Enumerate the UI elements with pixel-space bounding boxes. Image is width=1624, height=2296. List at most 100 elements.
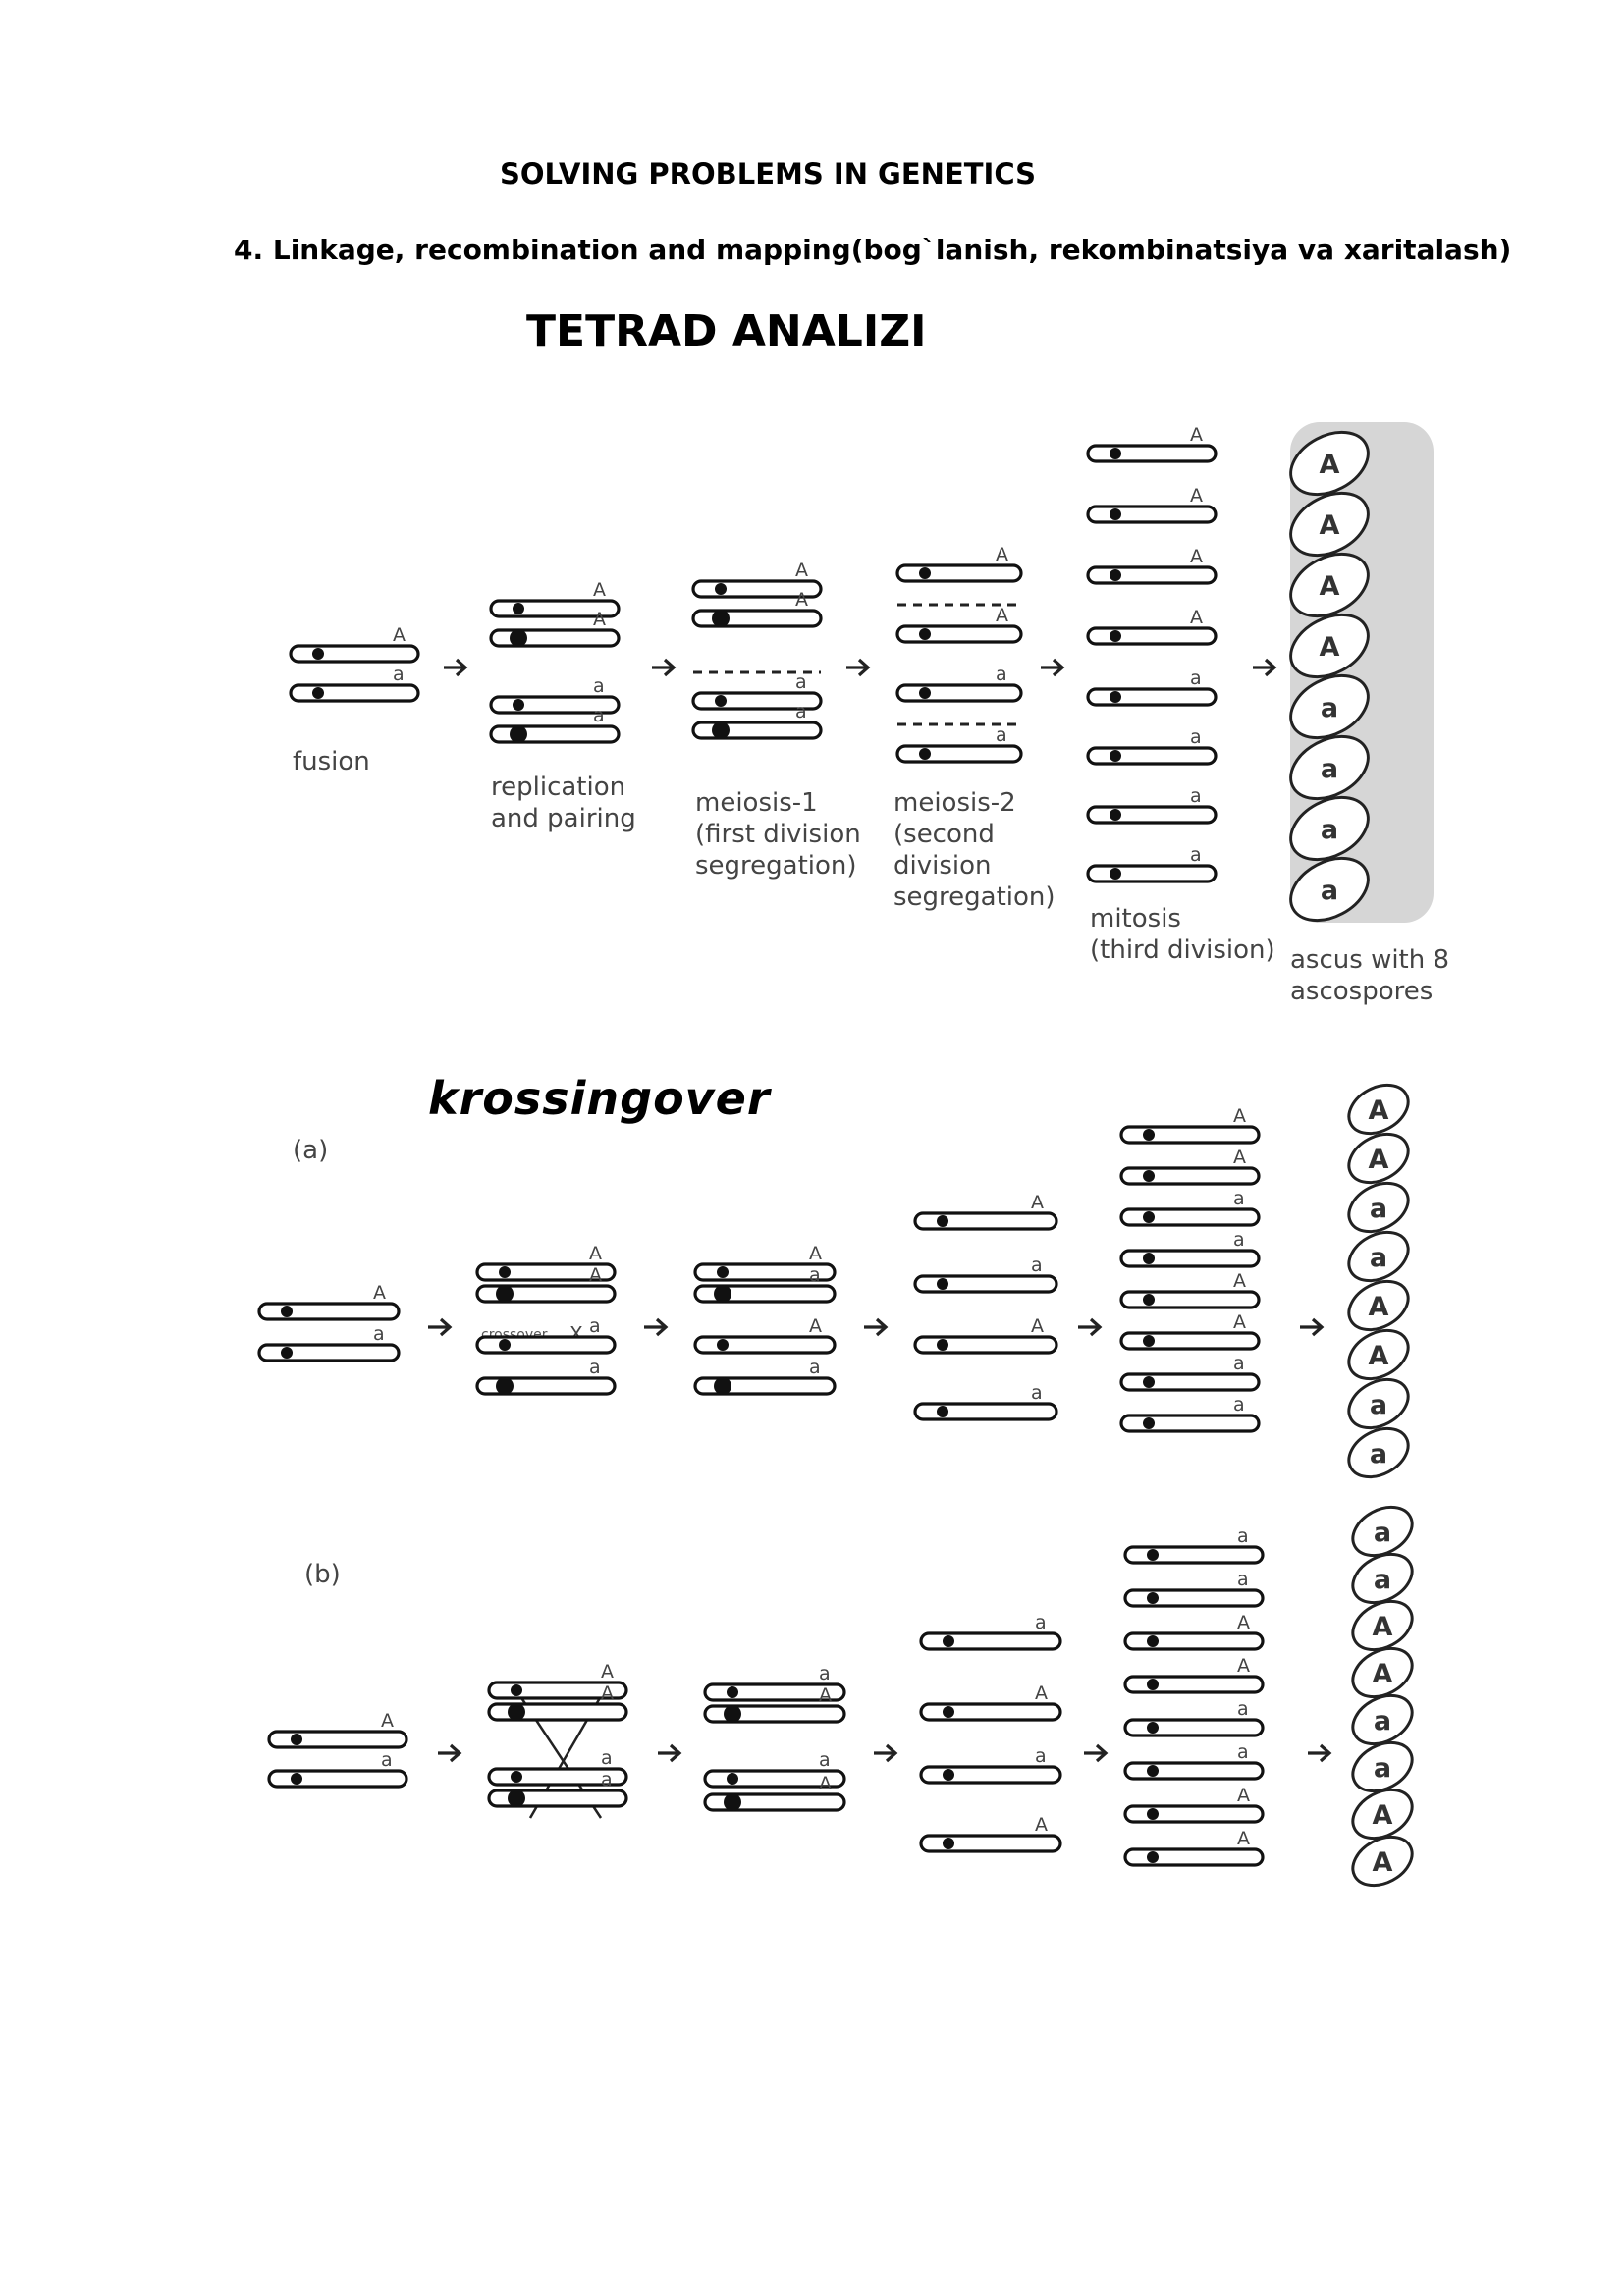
stage-label-replication: replication [491,773,625,802]
ascospore [1347,1328,1410,1381]
centromere [508,1703,525,1721]
allele-label: a [819,1663,831,1684]
chromosome [267,1730,408,1749]
allele-label: a [1190,726,1202,748]
centromere [1110,569,1121,581]
crossing-over-title: krossingover [428,1072,771,1125]
centromere [1110,809,1121,821]
centromere [1143,1253,1155,1264]
ascospore-label: a [1374,1518,1391,1548]
centromere [1147,1635,1159,1647]
stage-label-meiosis-1: meiosis-1 [695,788,818,818]
chromosome [267,1769,408,1789]
chromosome [1119,1414,1261,1433]
centromere [1147,1808,1159,1820]
allele-label: A [601,1661,614,1682]
allele-label: A [809,1315,822,1337]
stage-label-ascus: ascospores [1290,977,1433,1006]
ascospore-label: A [1369,1341,1389,1371]
arrow-icon [1308,1743,1332,1763]
chromosome [1123,1675,1265,1694]
allele-label: A [1233,1270,1246,1292]
centromere [714,1285,731,1303]
allele-label: a [589,1315,601,1337]
ascospore-label: a [1374,1706,1391,1736]
chromosome [1123,1761,1265,1781]
ascospore-label: A [1373,1659,1393,1689]
allele-label: A [1237,1828,1250,1849]
stage-label-meiosis-2: division [893,851,992,881]
arrow-icon [438,1743,462,1763]
allele-label: a [381,1749,393,1771]
arrow-icon [1041,658,1065,677]
centromere [1143,1335,1155,1347]
ascospore [1289,552,1370,618]
document-title: SOLVING PROBLEMS IN GENETICS [500,157,1037,190]
arrow-icon [428,1317,453,1337]
chromosome [1123,1631,1265,1651]
allele-label: A [1237,1612,1250,1633]
ascospore-label: A [1369,1095,1389,1126]
centromere [919,687,931,699]
ascospore-label: a [1321,693,1338,723]
centromere [1147,1679,1159,1690]
chromosome [1086,805,1218,825]
chromosome [919,1834,1062,1853]
allele-label: A [1190,546,1203,567]
ascospore-label: A [1320,632,1340,663]
centromere [712,721,730,739]
allele-label: A [795,589,808,611]
chromosome [703,1769,846,1789]
chromosome [693,1262,837,1282]
arrow-icon [644,1317,669,1337]
allele-label: a [593,705,605,726]
chromosome [895,563,1023,583]
chromosome [1086,505,1218,524]
allele-label: A [996,605,1008,626]
arrow-icon [874,1743,898,1763]
allele-label: a [996,664,1007,685]
chromosome [1086,746,1218,766]
allele-label: a [1233,1353,1245,1374]
chromosome [1123,1718,1265,1737]
ascospore [1347,1230,1410,1283]
chromosome [1119,1372,1261,1392]
ascospore-label: A [1373,1800,1393,1831]
allele-label: a [1233,1394,1245,1415]
allele-label: a [1031,1255,1043,1276]
allele-label: a [1237,1698,1249,1720]
centromere [943,1838,954,1849]
chromosome [693,1335,837,1355]
chromosome [289,644,420,664]
allele-label: a [593,675,605,697]
centromere [1143,1129,1155,1141]
ascospore [1351,1552,1414,1605]
centromere [496,1377,514,1395]
allele-label: A [1035,1682,1048,1704]
centromere [1143,1376,1155,1388]
chromosome [1123,1804,1265,1824]
chromosome [703,1682,846,1702]
centromere [511,1684,522,1696]
allele-label: A [1233,1147,1246,1168]
centromere [1143,1417,1155,1429]
centromere [513,603,524,614]
centromere [937,1278,948,1290]
centromere [1147,1592,1159,1604]
chromosome [489,599,621,618]
ascospore [1347,1279,1410,1332]
ascospore-label: a [1374,1753,1391,1784]
ascospore [1351,1693,1414,1746]
centromere [712,610,730,627]
arrow-icon [658,1743,682,1763]
allele-label: A [1237,1655,1250,1677]
arrow-icon [1078,1317,1103,1337]
tetrad-analysis-title: TETRAD ANALIZI [526,306,927,356]
centromere [1143,1294,1155,1306]
ascospore [1351,1740,1414,1793]
arrow-icon [1253,658,1277,677]
centromere [312,648,324,660]
chromosome [1119,1166,1261,1186]
chromosome [691,579,823,599]
ascospore-label: a [1321,754,1338,784]
